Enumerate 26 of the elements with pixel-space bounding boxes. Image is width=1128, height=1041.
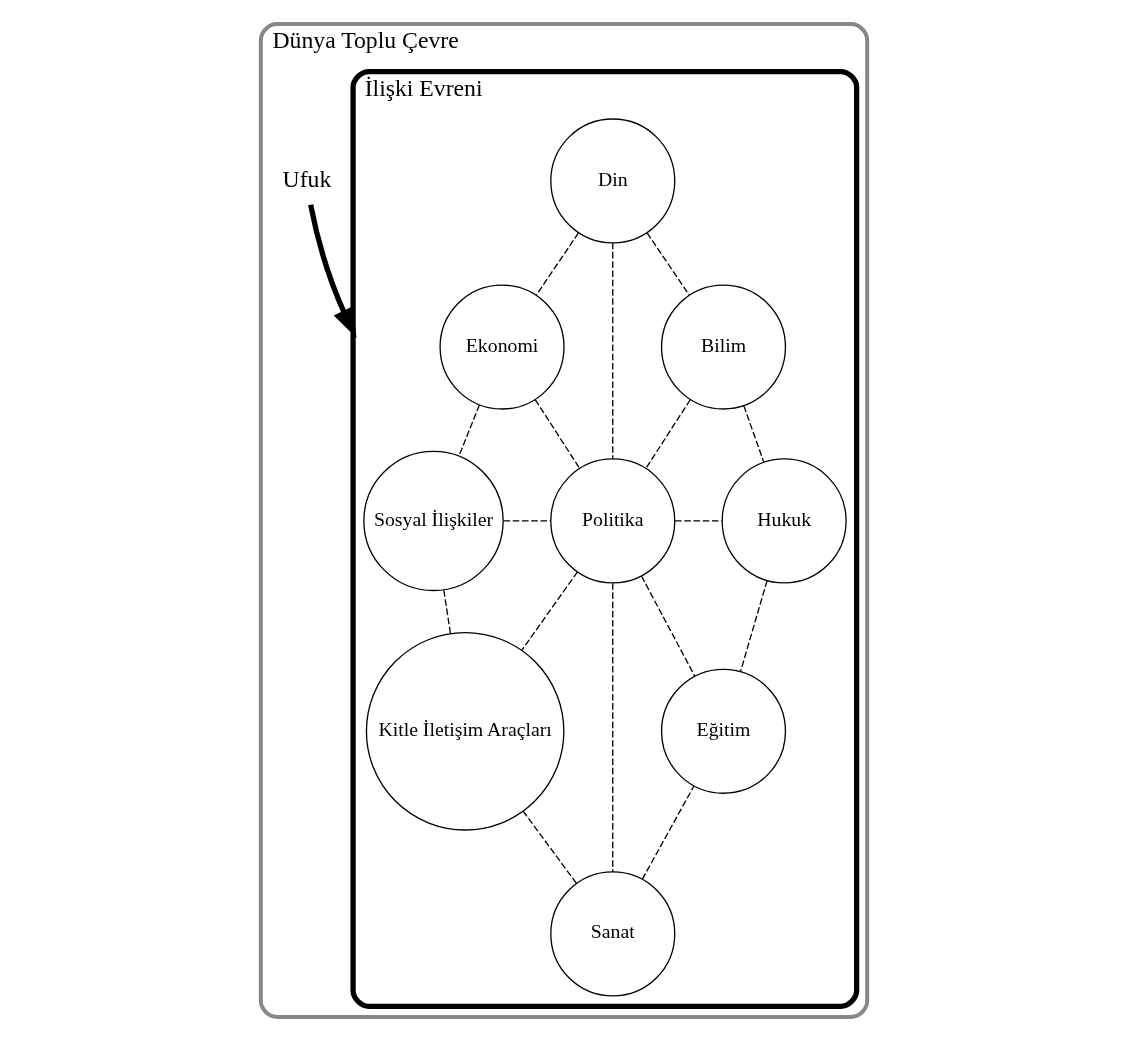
connector [534,399,581,469]
connector [535,232,579,296]
connector [646,232,690,296]
connector [522,810,577,884]
connector [443,589,452,635]
node-circle: Sanat [550,871,676,997]
node-circle: Politika [550,458,676,584]
connector [674,520,723,522]
connector [521,571,579,651]
node-circle: Ekonomi [439,284,565,410]
node-circle: Kitle İletişim Araçları [365,631,565,831]
connector [612,242,614,460]
node-circle: Bilim [660,284,787,410]
connector [645,399,691,469]
connector [739,580,768,673]
connector [743,405,765,463]
arrow [308,204,357,339]
connector [640,575,696,677]
connector [641,785,695,880]
node-circle: Eğitim [660,668,787,794]
node-text: Ufuk [282,165,332,192]
connector [458,404,481,457]
node-circle: Sosyal İlişkiler [363,450,504,592]
node-circle: Din [550,118,676,244]
node-circle: Hukuk [721,458,847,584]
connector [612,582,614,873]
